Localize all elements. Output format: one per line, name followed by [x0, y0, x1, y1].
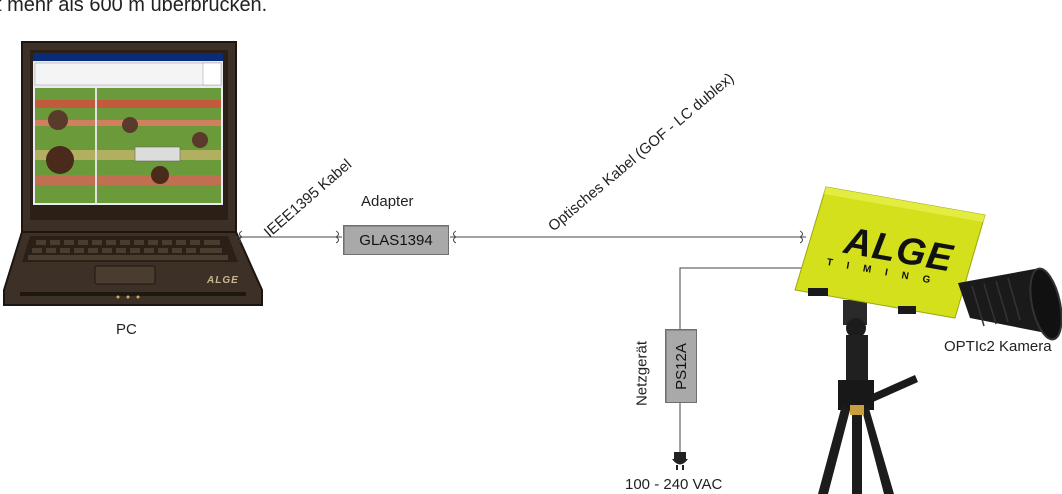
- adapter-box: GLAS1394: [343, 225, 449, 255]
- power-supply-name: PS12A: [673, 343, 690, 390]
- adapter-name: GLAS1394: [359, 232, 432, 249]
- laptop-icon: [4, 42, 262, 305]
- voltage-label: 100 - 240 VAC: [625, 476, 722, 493]
- plug-icon: [672, 452, 688, 470]
- adapter-title: Adapter: [361, 193, 414, 210]
- power-supply-box: PS12A: [665, 329, 697, 403]
- laptop-logo: ALGE: [207, 275, 239, 286]
- power-supply-title: Netzgerät: [634, 334, 651, 414]
- pc-label: PC: [116, 321, 137, 338]
- camera-label: OPTIc2 Kamera: [944, 338, 1052, 355]
- tripod-icon: [818, 300, 918, 494]
